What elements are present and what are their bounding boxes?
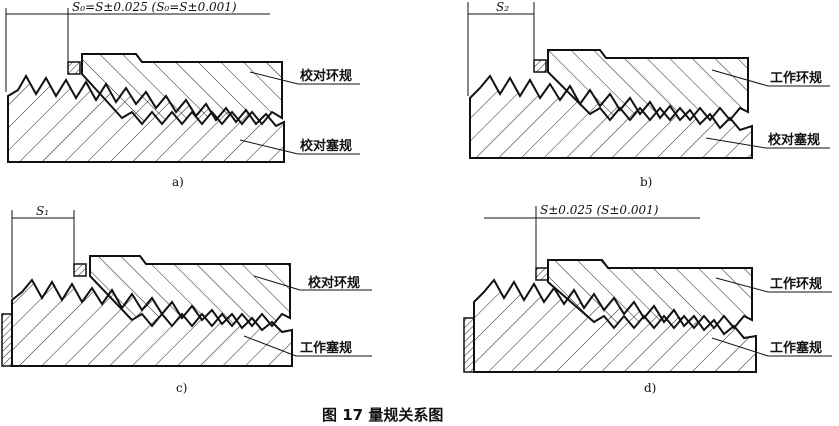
shim-block — [533, 59, 547, 73]
figure-caption: 图 17 量规关系图 — [322, 406, 443, 424]
panel-d: S±0.025 (S±0.001) 工作环规 工作塞规 d) — [463, 203, 832, 395]
upper-gauge-label: 工作环规 — [770, 70, 822, 86]
end-block — [463, 317, 475, 373]
plug-gauge — [11, 278, 293, 367]
lower-gauge-label: 工作塞规 — [300, 340, 352, 356]
upper-gauge-label: 工作环规 — [770, 276, 822, 292]
panel-a: S₀=S±0.025 (S₀=S±0.001) 校对环规 校对塞规 a) — [5, 0, 360, 189]
shim-block — [73, 263, 87, 277]
leader-line — [249, 71, 299, 85]
dimension-label: S₁ — [36, 204, 49, 218]
dimension-label: S₂ — [496, 0, 509, 14]
end-block — [1, 313, 13, 367]
panel-c: S₁ 校对环规 工作塞规 c) — [1, 204, 372, 395]
panel-sub-label: a) — [172, 175, 184, 189]
leader-line — [243, 335, 297, 357]
upper-gauge-label: 校对环规 — [308, 275, 360, 291]
leader-line — [715, 277, 769, 293]
dimension-label: S₀=S±0.025 (S₀=S±0.001) — [72, 0, 237, 14]
plug-gauge — [473, 278, 757, 373]
panel-b: S₂ 工作环规 校对塞规 b) — [467, 0, 830, 189]
lower-gauge-label: 校对塞规 — [300, 138, 352, 154]
shim-block — [67, 61, 81, 75]
leader-line — [705, 137, 767, 149]
plug-gauge — [7, 73, 285, 163]
leader-line — [711, 337, 769, 357]
plug-gauge — [469, 74, 753, 159]
shim-block — [535, 267, 549, 281]
panel-sub-label: d) — [644, 381, 656, 395]
panel-sub-label: c) — [176, 381, 187, 395]
lower-gauge-label: 工作塞规 — [770, 340, 822, 356]
leader-line — [239, 139, 299, 155]
leader-line — [253, 275, 301, 291]
leader-line — [711, 69, 769, 87]
upper-gauge-label: 校对环规 — [300, 68, 352, 84]
dimension-label: S±0.025 (S±0.001) — [540, 203, 659, 217]
lower-gauge-label: 校对塞规 — [768, 132, 820, 148]
panel-sub-label: b) — [640, 175, 652, 189]
